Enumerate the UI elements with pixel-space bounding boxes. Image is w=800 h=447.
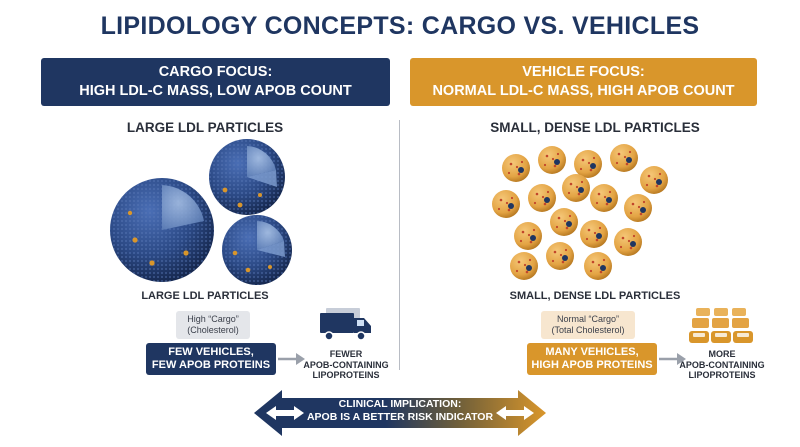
vehicle-focus-description: NORMAL LDL-C MASS, HIGH APOB COUNT — [432, 83, 735, 99]
arrow-right-icon — [659, 353, 686, 365]
small-ldl-particle-icon — [528, 184, 556, 212]
cargo-focus-description: HIGH LDL-C MASS, LOW APOB COUNT — [79, 83, 352, 99]
high-cargo-detail: (Cholesterol) — [187, 325, 239, 335]
small-ldl-particle-icon — [502, 154, 530, 182]
small-ldl-heading: SMALL, DENSE LDL PARTICLES — [490, 120, 700, 135]
small-ldl-particles-illustration — [492, 144, 668, 280]
small-ldl-particle-icon — [510, 252, 538, 280]
more-apob-result: MORE APOB-CONTAINING LIPOPROTEINS — [674, 349, 770, 381]
fewer-lipoproteins-label: LIPOPROTEINS — [312, 370, 380, 380]
arrow-right-icon — [278, 353, 305, 365]
normal-cargo-label: Normal “Cargo” — [556, 314, 619, 324]
few-vehicles-label: FEW VEHICLES, — [168, 346, 254, 358]
more-lipoproteins-label: LIPOPROTEINS — [688, 370, 756, 380]
small-ldl-particle-icon — [614, 228, 642, 256]
small-ldl-particle-icon — [584, 252, 612, 280]
small-ldl-particle-icon — [574, 150, 602, 178]
small-ldl-particle-icon — [624, 194, 652, 222]
large-ldl-particle-icon — [209, 139, 285, 215]
small-ldl-particle-icon — [640, 166, 668, 194]
double-arrow-icon — [266, 406, 304, 420]
large-ldl-caption: LARGE LDL PARTICLES — [141, 290, 269, 302]
high-cargo-label: High “Cargo” — [187, 314, 239, 324]
truck-icon — [320, 308, 371, 341]
small-ldl-particle-icon — [538, 146, 566, 174]
small-ldl-particle-icon — [550, 208, 578, 236]
small-ldl-particle-icon — [514, 222, 542, 250]
fewer-apob-result: FEWER APOB-CONTAINING LIPOPROTEINS — [300, 349, 392, 381]
clinical-implication-arrow — [254, 390, 546, 436]
cargo-focus-label: CARGO FOCUS: — [158, 64, 273, 80]
more-label: MORE — [708, 349, 736, 359]
large-ldl-particle-icon — [222, 215, 292, 285]
traffic-cars-icon — [689, 308, 753, 343]
double-arrow-icon — [496, 406, 534, 420]
normal-cargo-tag: Normal “Cargo” (Total Cholesterol) — [541, 311, 635, 339]
small-ldl-particle-icon — [546, 242, 574, 270]
many-vehicles-label: MANY VEHICLES, — [545, 346, 639, 358]
clinical-implication-text: CLINICAL IMPLICATION: APOB IS A BETTER R… — [290, 398, 510, 424]
vehicle-focus-label: VEHICLE FOCUS: — [522, 64, 645, 80]
more-apob-label: APOB-CONTAINING — [679, 359, 765, 370]
few-apob-label: FEW APOB PROTEINS — [151, 359, 271, 371]
small-ldl-particle-icon — [492, 190, 520, 218]
small-ldl-particle-icon — [562, 174, 590, 202]
high-cargo-tag: High “Cargo” (Cholesterol) — [176, 311, 250, 339]
many-vehicles-box: MANY VEHICLES, HIGH APOB PROTEINS — [527, 343, 657, 375]
small-ldl-caption: SMALL, DENSE LDL PARTICLES — [509, 290, 681, 302]
few-vehicles-box: FEW VEHICLES, FEW APOB PROTEINS — [146, 343, 276, 375]
high-apob-label: HIGH APOB PROTEINS — [531, 359, 653, 371]
center-divider — [399, 120, 400, 370]
fewer-label: FEWER — [329, 349, 363, 359]
cargo-focus-banner: CARGO FOCUS: HIGH LDL-C MASS, LOW APOB C… — [41, 58, 390, 106]
large-ldl-particle-icon — [110, 178, 214, 282]
clinical-implication-detail: APOB IS A BETTER RISK INDICATOR — [306, 411, 494, 423]
large-ldl-particles-illustration — [110, 139, 292, 285]
vehicle-focus-banner: VEHICLE FOCUS: NORMAL LDL-C MASS, HIGH A… — [410, 58, 757, 106]
large-ldl-heading: LARGE LDL PARTICLES — [126, 120, 284, 135]
normal-cargo-detail: (Total Cholesterol) — [551, 325, 625, 335]
small-ldl-particle-icon — [590, 184, 618, 212]
clinical-implication-label: CLINICAL IMPLICATION: — [338, 398, 462, 410]
small-ldl-particle-icon — [580, 220, 608, 248]
fewer-apob-label: APOB-CONTAINING — [303, 359, 389, 370]
small-ldl-particle-icon — [610, 144, 638, 172]
page-title: LIPIDOLOGY CONCEPTS: CARGO VS. VEHICLES — [100, 12, 700, 40]
